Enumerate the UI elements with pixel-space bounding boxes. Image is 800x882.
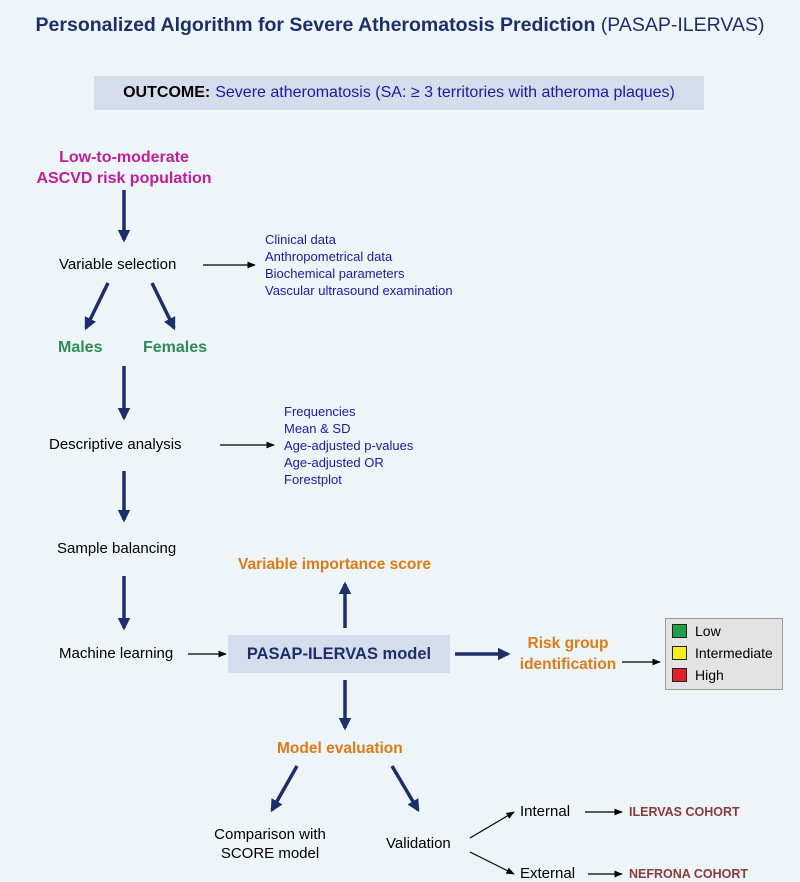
males-label: Males [58,339,103,356]
variable-importance-label: Variable importance score [238,556,431,573]
descriptive-list-item: Forestplot [284,472,342,487]
high-swatch [672,668,687,682]
arrow-validation-to-internal [469,811,515,839]
model-evaluation-label: Model evaluation [277,740,403,757]
diagram-title: Personalized Algorithm for Severe Athero… [0,14,800,37]
descriptive-list: Frequencies Mean & SD Age-adjusted p-val… [284,403,413,488]
variable-list: Clinical data Anthropometrical data Bioc… [265,231,453,299]
validation-step: Validation [386,835,451,852]
risk-level-label: Intermediate [695,645,773,661]
risk-group-label: Risk group identification [512,633,624,675]
descriptive-analysis-step: Descriptive analysis [49,436,182,453]
risk-level-label: Low [695,623,721,639]
outcome-box: OUTCOME: Severe atheromatosis (SA: ≥ 3 t… [94,76,704,110]
nefrona-cohort-label: NEFRONA COHORT [629,867,748,881]
descriptive-list-item: Mean & SD [284,421,351,436]
external-label: External [520,865,576,882]
risk-level-low: Low [672,623,721,639]
females-label: Females [143,339,208,356]
population-label: Low-to-moderate ASCVD risk population [24,147,224,189]
outcome-label: OUTCOME: [123,84,211,101]
variable-list-item: Vascular ultrasound examination [265,283,453,298]
variable-selection-step: Variable selection [59,256,177,273]
comparison-line-2: SCORE model [220,845,320,862]
comparison-line-1: Comparison with [214,826,326,843]
variable-list-item: Anthropometrical data [265,249,393,264]
variable-list-item: Clinical data [265,232,336,247]
risk-level-intermediate: Intermediate [672,645,773,661]
risk-level-high: High [672,667,724,683]
pasap-ilervas-model-box: PASAP-ILERVAS model [228,635,450,673]
population-line-1: Low-to-moderate [59,149,189,166]
title-abbr: (PASAP-ILERVAS) [600,14,765,36]
descriptive-list-item: Frequencies [284,404,356,419]
risk-group-line-1: Risk group [527,635,609,652]
ilervas-cohort-label: ILERVAS COHORT [629,805,740,819]
title-main: Personalized Algorithm for Severe Athero… [35,14,596,36]
descriptive-list-item: Age-adjusted p-values [284,438,414,453]
arrow-evaluation-to-comparison [270,765,299,813]
model-label: PASAP-ILERVAS model [246,644,432,663]
internal-label: Internal [520,803,571,820]
variable-list-item: Biochemical parameters [265,266,405,281]
arrow-selection-to-males [84,282,110,331]
risk-legend: Low Intermediate High [665,618,783,690]
population-line-2: ASCVD risk population [36,170,212,187]
arrow-selection-to-females [150,282,176,331]
outcome-text: Severe atheromatosis (SA: ≥ 3 territorie… [215,84,675,101]
sample-balancing-step: Sample balancing [57,540,177,557]
descriptive-list-item: Age-adjusted OR [284,455,384,470]
low-swatch [672,624,687,638]
risk-group-line-2: identification [519,656,617,673]
risk-level-label: High [695,667,724,683]
intermediate-swatch [672,646,687,660]
arrow-evaluation-to-validation [390,765,420,813]
machine-learning-step: Machine learning [59,645,174,662]
arrow-validation-to-external [469,851,515,875]
comparison-step: Comparison with SCORE model [200,825,340,863]
